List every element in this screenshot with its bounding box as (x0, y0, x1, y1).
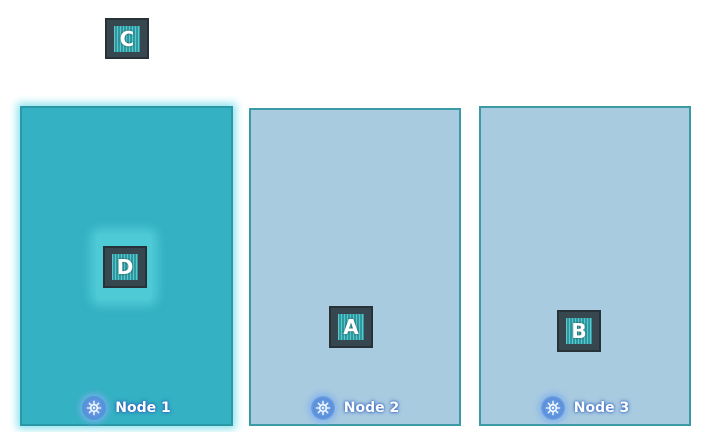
container-icon: A (338, 314, 364, 340)
pod-c[interactable]: C (105, 18, 149, 59)
kubernetes-helm-icon (540, 396, 565, 420)
container-icon: D (112, 254, 138, 280)
pod-label: D (116, 255, 134, 279)
pod-a[interactable]: A (329, 306, 373, 348)
kubernetes-helm-icon (310, 396, 335, 420)
pod-label: B (571, 319, 587, 343)
pod-b[interactable]: B (557, 310, 601, 352)
node-3[interactable]: Node 3 (479, 106, 691, 426)
node-label: Node 3 (573, 400, 630, 416)
node-2[interactable]: Node 2 (249, 108, 461, 426)
kubernetes-helm-icon (82, 396, 107, 420)
node-footer: Node 1 (22, 396, 231, 420)
pod-label: C (119, 26, 135, 51)
container-icon: B (566, 318, 592, 344)
node-footer: Node 3 (481, 396, 689, 420)
node-label: Node 1 (115, 400, 171, 416)
container-icon: C (114, 25, 140, 52)
pod-label: A (343, 315, 359, 339)
pod-d[interactable]: D (103, 246, 147, 288)
node-footer: Node 2 (251, 396, 459, 420)
node-label: Node 2 (343, 400, 400, 416)
